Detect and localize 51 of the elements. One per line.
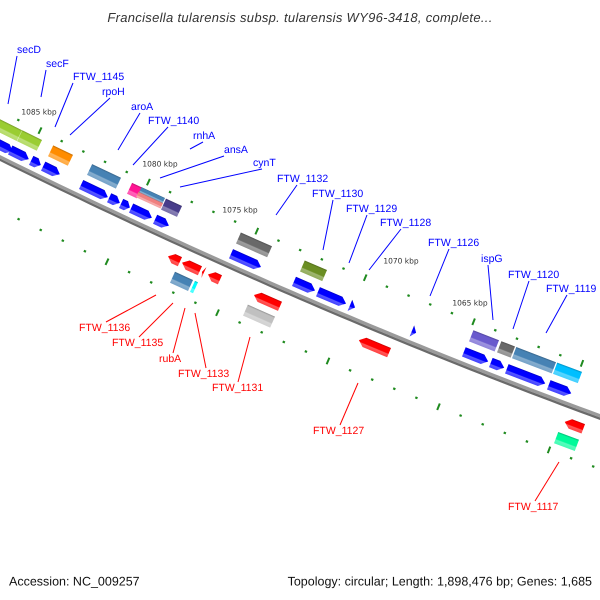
gene-label: FTW_1119	[546, 283, 596, 295]
leader-line	[54, 82, 74, 128]
leader-line	[190, 142, 204, 150]
accession-text: Accession: NC_009257	[9, 574, 140, 590]
gene-label: FTW_1128	[380, 217, 432, 229]
gene-label: FTW_1130	[312, 188, 364, 200]
gene-label: FTW_1140	[148, 115, 200, 127]
genome-summary-text: Topology: circular; Length: 1,898,476 bp; Genes: 1,685	[288, 574, 592, 590]
gene-label: FTW_1136	[79, 322, 130, 334]
leader-line	[40, 70, 46, 98]
gene-label: ansA	[224, 144, 248, 156]
leader-line	[194, 312, 206, 368]
leader-line	[160, 156, 224, 178]
leader-line	[180, 168, 262, 188]
gene-label: aroA	[131, 101, 154, 113]
gene-label: FTW_1120	[508, 269, 560, 281]
leader-line	[70, 98, 110, 136]
leader-line	[534, 462, 560, 502]
gene-label: FTW_1132	[277, 173, 328, 185]
gene-label: FTW_1135	[112, 337, 164, 349]
leader-line	[8, 56, 18, 104]
gene-label: FTW_1117	[508, 501, 558, 513]
leader-line	[138, 302, 174, 338]
leader-line	[368, 228, 402, 270]
gene-label: cynT	[253, 157, 276, 169]
leader-line	[106, 294, 156, 322]
leader-line	[322, 200, 334, 250]
leader-line	[276, 184, 298, 216]
gene-label: rubA	[159, 353, 182, 365]
leader-line	[118, 112, 140, 150]
gene-label: secF	[46, 58, 69, 70]
leader-line	[488, 264, 494, 320]
gene-label: rpoH	[102, 86, 125, 98]
gene-label: FTW_1145	[73, 71, 124, 83]
leader-line	[340, 382, 358, 426]
leader-line	[172, 308, 186, 354]
gene-label: FTW_1133	[178, 368, 230, 380]
gene-label: ispG	[481, 253, 503, 265]
gene-label: FTW_1129	[346, 203, 398, 215]
leader-line	[132, 126, 168, 166]
gene-label: FTW_1126	[428, 237, 480, 249]
map-title: Francisella tularensis subsp. tularensis WY96-3418, complete...	[107, 10, 493, 26]
leader-line	[430, 248, 450, 296]
gene-label: secD	[17, 44, 41, 56]
gene-label: FTW_1131	[212, 382, 264, 394]
leader-line	[512, 280, 530, 330]
leader-line	[546, 294, 568, 334]
leader-line	[348, 214, 368, 264]
leader-line	[238, 336, 250, 382]
gene-label: rnhA	[193, 130, 216, 142]
gene-label: FTW_1127	[313, 425, 364, 437]
